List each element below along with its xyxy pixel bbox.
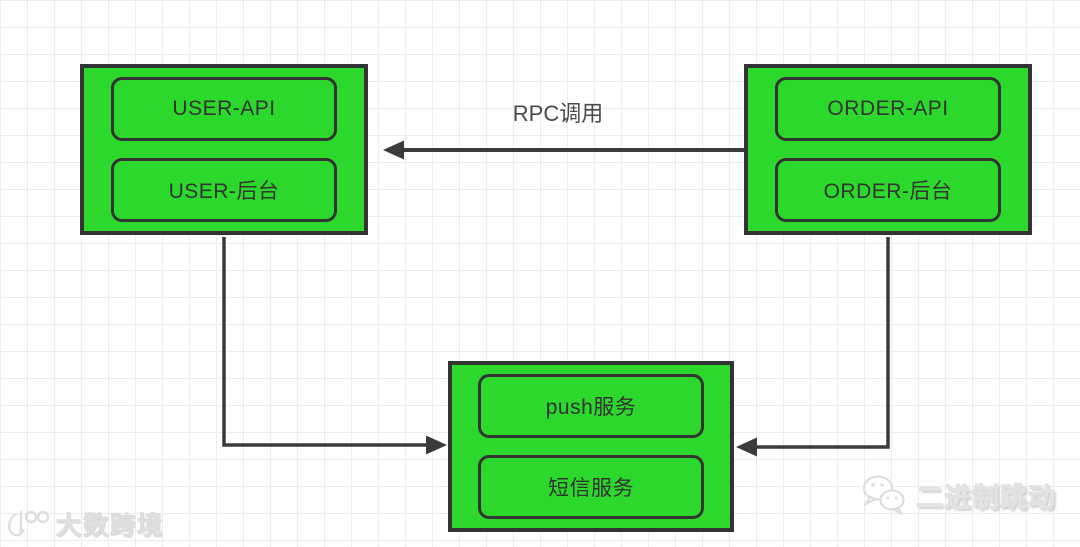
watermark-bottom-left-text: 大数跨境 [55,512,165,541]
node-order-api-label: ORDER-API [827,97,949,120]
watermark-bottom-left: 大数跨境 [5,506,164,542]
node-user-group: USER-API USER-后台 [80,64,368,235]
node-user-backend: USER-后台 [111,158,337,222]
edge-label-rpc: RPC调用 [512,101,604,126]
watermark-bottom-right: 二进制跳动 [860,474,1056,516]
wechat-icon [862,475,905,515]
edge-order-to-service [736,237,890,457]
watermark-bottom-right-text: 二进制跳动 [916,482,1056,513]
node-order-backend: ORDER-后台 [775,158,1001,222]
node-user-api-label: USER-API [172,97,276,120]
node-user-backend-label: USER-后台 [168,180,280,203]
node-push-service-label: push服务 [545,396,637,419]
node-service-group: push服务 短信服务 [448,361,734,532]
node-order-api: ORDER-API [775,77,1001,141]
edge-order-to-user [383,140,744,160]
node-sms-service-label: 短信服务 [548,477,634,500]
node-order-backend-label: ORDER-后台 [823,180,953,203]
node-user-api: USER-API [111,77,337,141]
logo-100-icon [8,510,50,537]
edge-user-to-service [222,237,447,455]
node-push-service: push服务 [478,374,704,438]
node-sms-service: 短信服务 [478,455,704,519]
node-order-group: ORDER-API ORDER-后台 [744,64,1032,235]
